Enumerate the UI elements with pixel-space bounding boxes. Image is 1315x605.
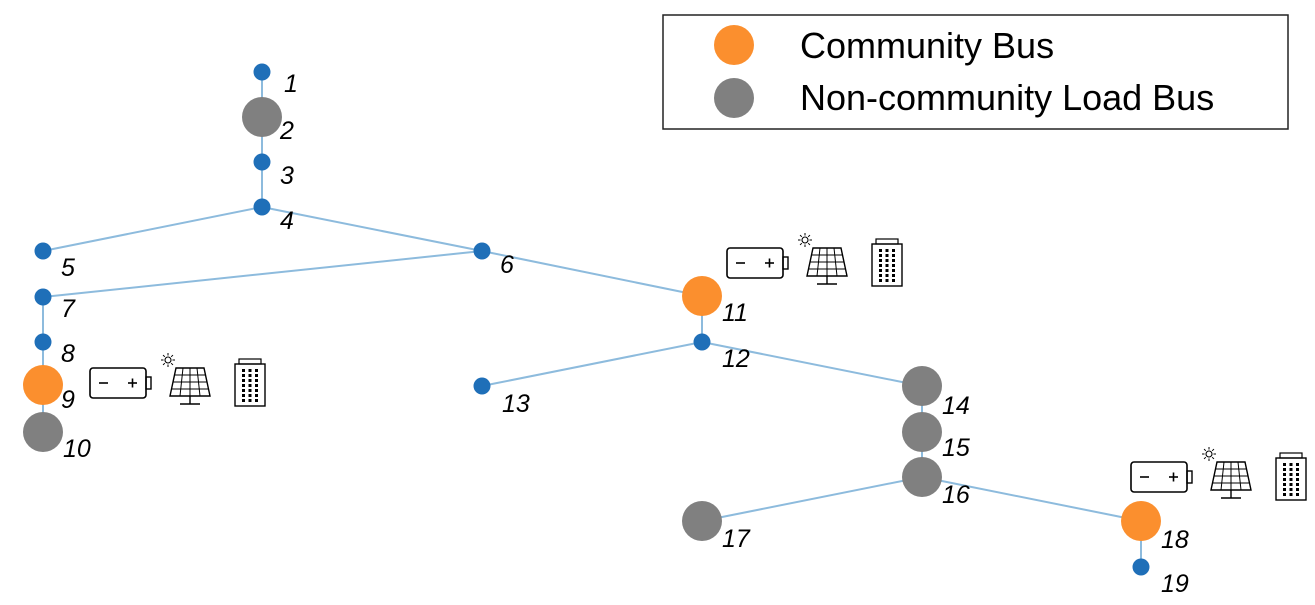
legend-box (662, 14, 1289, 130)
bus-15-label: 15 (942, 434, 970, 462)
bus-13-marker[interactable] (473, 377, 491, 395)
legend-load-marker (714, 78, 754, 118)
bus-11-marker[interactable] (682, 276, 722, 316)
legend: Community Bus Non-community Load Bus (662, 14, 1289, 130)
bus-7-marker[interactable] (34, 288, 52, 306)
bus-17-marker[interactable] (682, 501, 722, 541)
edge-12-13 (481, 341, 703, 387)
bus-9-label: 9 (61, 386, 75, 414)
edge-4-6 (261, 206, 483, 252)
bus-1-label: 1 (284, 70, 298, 98)
building-icon (871, 238, 903, 287)
assets-layer (89, 233, 1307, 501)
solar-panel-icon (161, 353, 211, 405)
bus-4-marker[interactable] (253, 198, 271, 216)
bus-19-label: 19 (1161, 570, 1189, 598)
legend-community-label: Community Bus (800, 25, 1054, 66)
bus-18-marker[interactable] (1121, 501, 1161, 541)
bus-14-marker[interactable] (902, 366, 942, 406)
bus-10-label: 10 (63, 435, 91, 463)
bus-6-marker[interactable] (473, 242, 491, 260)
bus-18-assets (1130, 447, 1307, 501)
battery-icon (726, 247, 789, 279)
bus-19-marker[interactable] (1132, 558, 1150, 576)
edge-12-14 (701, 341, 923, 387)
bus-17-label: 17 (722, 525, 751, 553)
bus-10-marker[interactable] (23, 412, 63, 452)
legend-load-label: Non-community Load Bus (800, 77, 1214, 118)
battery-icon (89, 367, 152, 399)
bus-2-marker[interactable] (242, 97, 282, 137)
bus-3-label: 3 (280, 162, 294, 190)
solar-panel-icon (1202, 447, 1252, 499)
edge-6-11 (481, 250, 703, 297)
bus-8-label: 8 (61, 340, 75, 368)
edge-4-5 (42, 206, 263, 252)
edge-6-7 (42, 250, 483, 298)
bus-1-marker[interactable] (253, 63, 271, 81)
edge-16-18 (921, 476, 1142, 522)
edge-16-17 (701, 476, 923, 522)
solar-panel-icon (798, 233, 848, 285)
bus-9-assets (89, 353, 266, 407)
nodes-layer (23, 63, 1161, 576)
bus-5-label: 5 (61, 254, 75, 282)
bus-12-label: 12 (722, 345, 750, 373)
bus-6-label: 6 (500, 251, 514, 279)
building-icon (234, 358, 266, 407)
legend-community-marker (714, 25, 754, 65)
bus-11-assets (726, 233, 903, 287)
bus-16-marker[interactable] (902, 457, 942, 497)
bus-3-marker[interactable] (253, 153, 271, 171)
bus-14-label: 14 (942, 392, 970, 420)
bus-13-label: 13 (502, 390, 530, 418)
bus-18-label: 18 (1161, 526, 1189, 554)
bus-4-label: 4 (280, 207, 294, 235)
bus-16-label: 16 (942, 481, 970, 509)
bus-12-marker[interactable] (693, 333, 711, 351)
edges-layer (42, 72, 1142, 567)
battery-icon (1130, 461, 1193, 493)
bus-9-marker[interactable] (23, 365, 63, 405)
bus-7-label: 7 (61, 295, 76, 323)
bus-2-label: 2 (279, 117, 294, 145)
bus-8-marker[interactable] (34, 333, 52, 351)
bus-15-marker[interactable] (902, 412, 942, 452)
bus-11-label: 11 (722, 299, 748, 327)
building-icon (1275, 452, 1307, 501)
bus-5-marker[interactable] (34, 242, 52, 260)
